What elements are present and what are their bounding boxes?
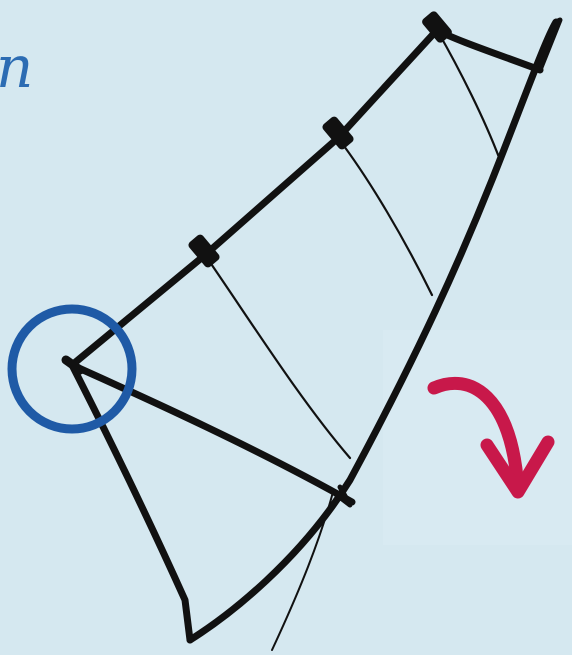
batten-1 — [203, 253, 352, 460]
leech-line — [433, 26, 544, 74]
mast-line — [68, 26, 441, 369]
background-panel — [383, 330, 572, 545]
foot-line — [68, 361, 194, 644]
batten-3 — [435, 28, 502, 162]
mast-block-2 — [322, 116, 354, 150]
circle-outline-icon — [7, 304, 137, 434]
curved-arrow-clockwise-icon — [427, 376, 555, 499]
leech-outer — [186, 18, 560, 644]
boom-line — [68, 361, 356, 506]
tack-tip — [61, 355, 85, 375]
batten-2 — [336, 136, 434, 297]
clew-loop — [330, 484, 353, 508]
mast-block-1 — [188, 234, 220, 268]
mast-block-3 — [422, 11, 452, 43]
head-tip — [537, 17, 563, 73]
downhaul-line — [271, 491, 334, 651]
caption-text: n — [0, 38, 33, 96]
